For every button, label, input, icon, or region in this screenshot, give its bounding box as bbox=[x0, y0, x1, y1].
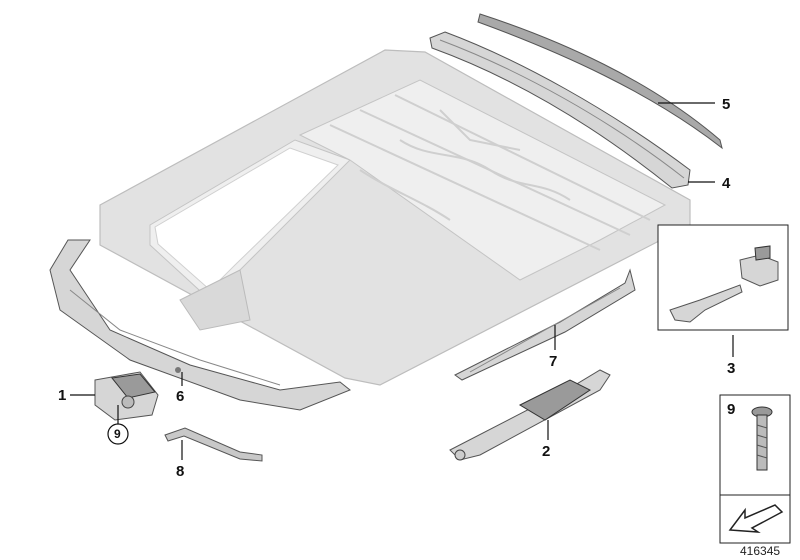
circled-ref-label: 9 bbox=[114, 427, 121, 441]
callout-1: 1 bbox=[58, 387, 66, 404]
screw-icon bbox=[751, 406, 773, 471]
callout-6: 6 bbox=[176, 388, 184, 405]
front-trim-part-4 bbox=[429, 31, 691, 189]
sunroof-frame bbox=[99, 49, 691, 386]
callout-7: 7 bbox=[549, 353, 557, 370]
callout-8: 8 bbox=[176, 463, 184, 480]
callout-4: 4 bbox=[722, 175, 731, 192]
circled-ref-badge bbox=[107, 423, 129, 445]
deflector-part-6 bbox=[49, 239, 351, 411]
motor-part-1 bbox=[94, 371, 159, 421]
arrow-icon bbox=[728, 504, 784, 533]
bracket-part-3 bbox=[669, 245, 779, 323]
rod-part-8 bbox=[164, 427, 263, 462]
seal-strip-part-5 bbox=[477, 13, 723, 150]
diagram-number: 416345 bbox=[740, 544, 780, 558]
callout-2: 2 bbox=[542, 443, 550, 460]
callout-3: 3 bbox=[727, 360, 735, 377]
rail-mechanism-part-2 bbox=[449, 369, 611, 461]
side-guide-part-7 bbox=[454, 268, 636, 381]
callout-5: 5 bbox=[722, 96, 730, 113]
callout-9: 9 bbox=[727, 401, 735, 418]
